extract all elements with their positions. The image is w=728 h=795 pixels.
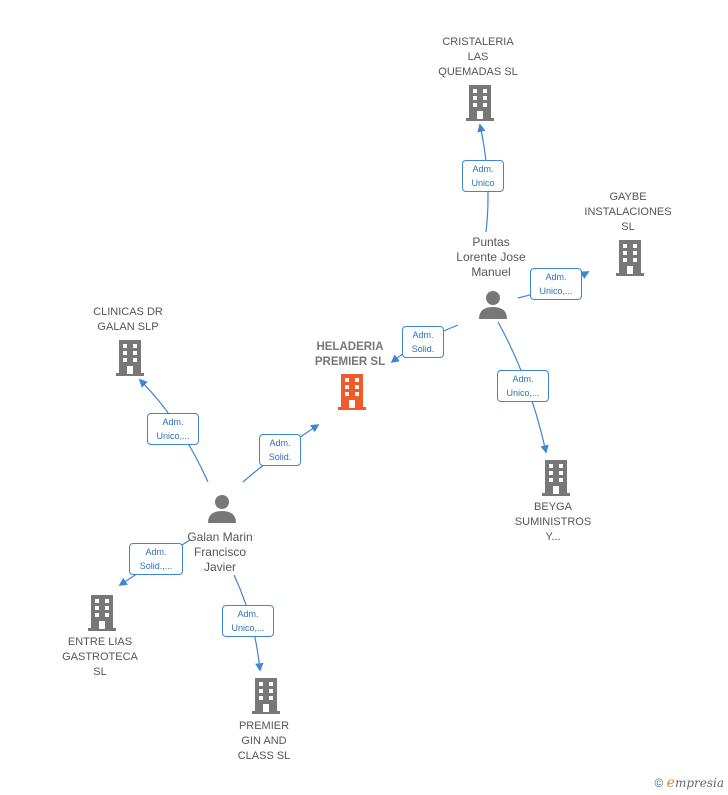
edge-label-puntas-cristaleria[interactable]: Adm. Unico — [462, 160, 504, 192]
company-label-clinicas[interactable]: CLINICAS DR GALAN SLP — [93, 306, 163, 333]
building-icon-clinicas[interactable] — [114, 340, 146, 376]
brand-letter: e — [666, 775, 675, 791]
brand-logo: © empresia — [654, 775, 724, 791]
building-icon-beyga[interactable] — [540, 460, 572, 496]
edge-label-galan-heladeria[interactable]: Adm. Solid. — [259, 434, 301, 466]
building-icon-premiergin[interactable] — [250, 678, 282, 714]
building-icon-cristaleria[interactable] — [464, 85, 496, 121]
person-label-galan[interactable]: Galan Marin Francisco Javier — [187, 530, 253, 574]
person-icon-puntas[interactable] — [478, 290, 508, 320]
company-label-gaybe[interactable]: GAYBE INSTALACIONES SL — [584, 191, 672, 233]
company-label-beyga[interactable]: BEYGA SUMINISTROS Y... — [514, 501, 592, 543]
edge-label-galan-entrelias[interactable]: Adm. Solid.,... — [129, 543, 183, 575]
edge-label-puntas-heladeria[interactable]: Adm. Solid. — [402, 326, 444, 358]
person-label-puntas[interactable]: Puntas Lorente Jose Manuel — [456, 235, 526, 279]
company-label-entrelias[interactable]: ENTRE LIAS GASTROTECA SL — [62, 636, 138, 678]
edge-label-puntas-beyga[interactable]: Adm. Unico,... — [497, 370, 549, 402]
building-icon-heladeria-focus[interactable] — [336, 374, 368, 410]
edge-label-galan-premiergin[interactable]: Adm. Unico,... — [222, 605, 274, 637]
edge-label-puntas-gaybe[interactable]: Adm. Unico,... — [530, 268, 582, 300]
building-icon-gaybe[interactable] — [614, 240, 646, 276]
person-icon-galan[interactable] — [207, 494, 237, 524]
brand-name: mpresia — [674, 776, 724, 790]
copyright-symbol: © — [654, 776, 664, 790]
company-label-premiergin[interactable]: PREMIER GIN AND CLASS SL — [237, 720, 291, 762]
company-label-heladeria[interactable]: HELADERIA PREMIER SL — [314, 341, 386, 368]
edge-label-galan-clinicas[interactable]: Adm. Unico,... — [147, 413, 199, 445]
building-icon-entrelias[interactable] — [86, 595, 118, 631]
company-label-cristaleria[interactable]: CRISTALERIA LAS QUEMADAS SL — [438, 36, 518, 78]
